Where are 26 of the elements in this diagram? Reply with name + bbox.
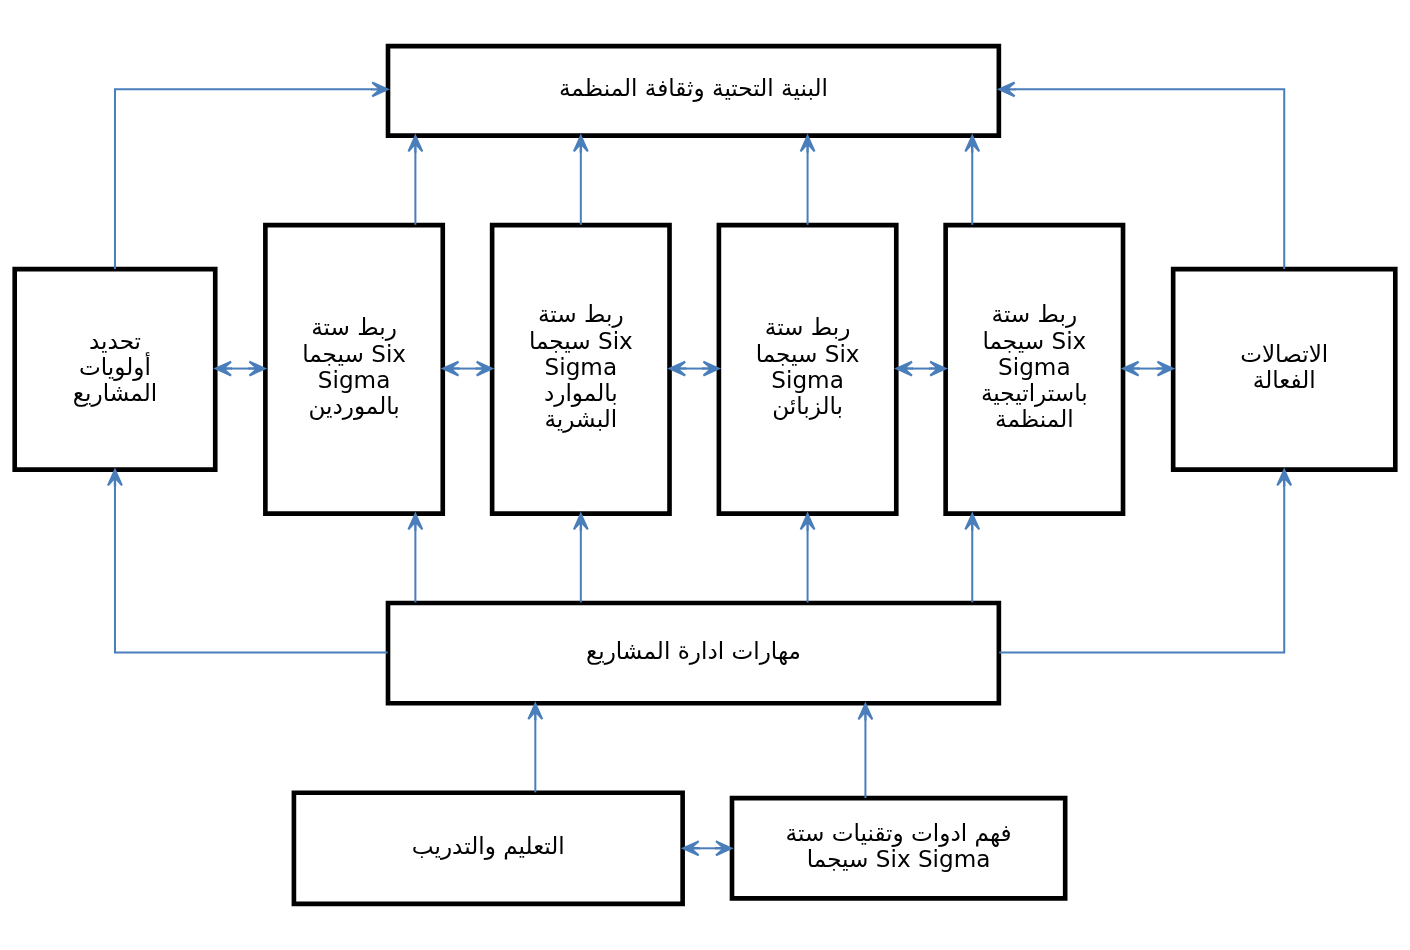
arrow <box>113 81 389 270</box>
arrow <box>407 513 424 603</box>
node-box: البنية التحتية وثقافة المنظمة <box>385 43 1002 138</box>
node-box: الاتصالات الفعالة <box>1170 266 1398 472</box>
arrow <box>1122 360 1174 377</box>
arrow <box>857 702 874 799</box>
arrow <box>964 135 981 225</box>
arrow <box>799 135 816 225</box>
arrow <box>999 468 1293 654</box>
node-box: التعليم والتدريب <box>291 790 685 907</box>
arrow <box>107 468 388 654</box>
arrow <box>799 513 816 603</box>
arrow <box>572 135 589 225</box>
node-box: مهارات ادارة المشاريع <box>385 600 1002 706</box>
arrow <box>964 513 981 603</box>
arrow <box>998 81 1286 270</box>
arrow <box>214 360 266 377</box>
arrow <box>895 360 947 377</box>
node-box: فهم ادوات وتقنيات ستة سيجما Six Sigma <box>729 795 1068 901</box>
arrow <box>527 702 544 793</box>
arrow <box>407 135 424 225</box>
node-box: تحديد أولويات المشاريع <box>12 266 218 472</box>
arrow <box>442 360 494 377</box>
arrow <box>668 360 720 377</box>
arrow <box>572 513 589 603</box>
arrow <box>682 840 733 857</box>
